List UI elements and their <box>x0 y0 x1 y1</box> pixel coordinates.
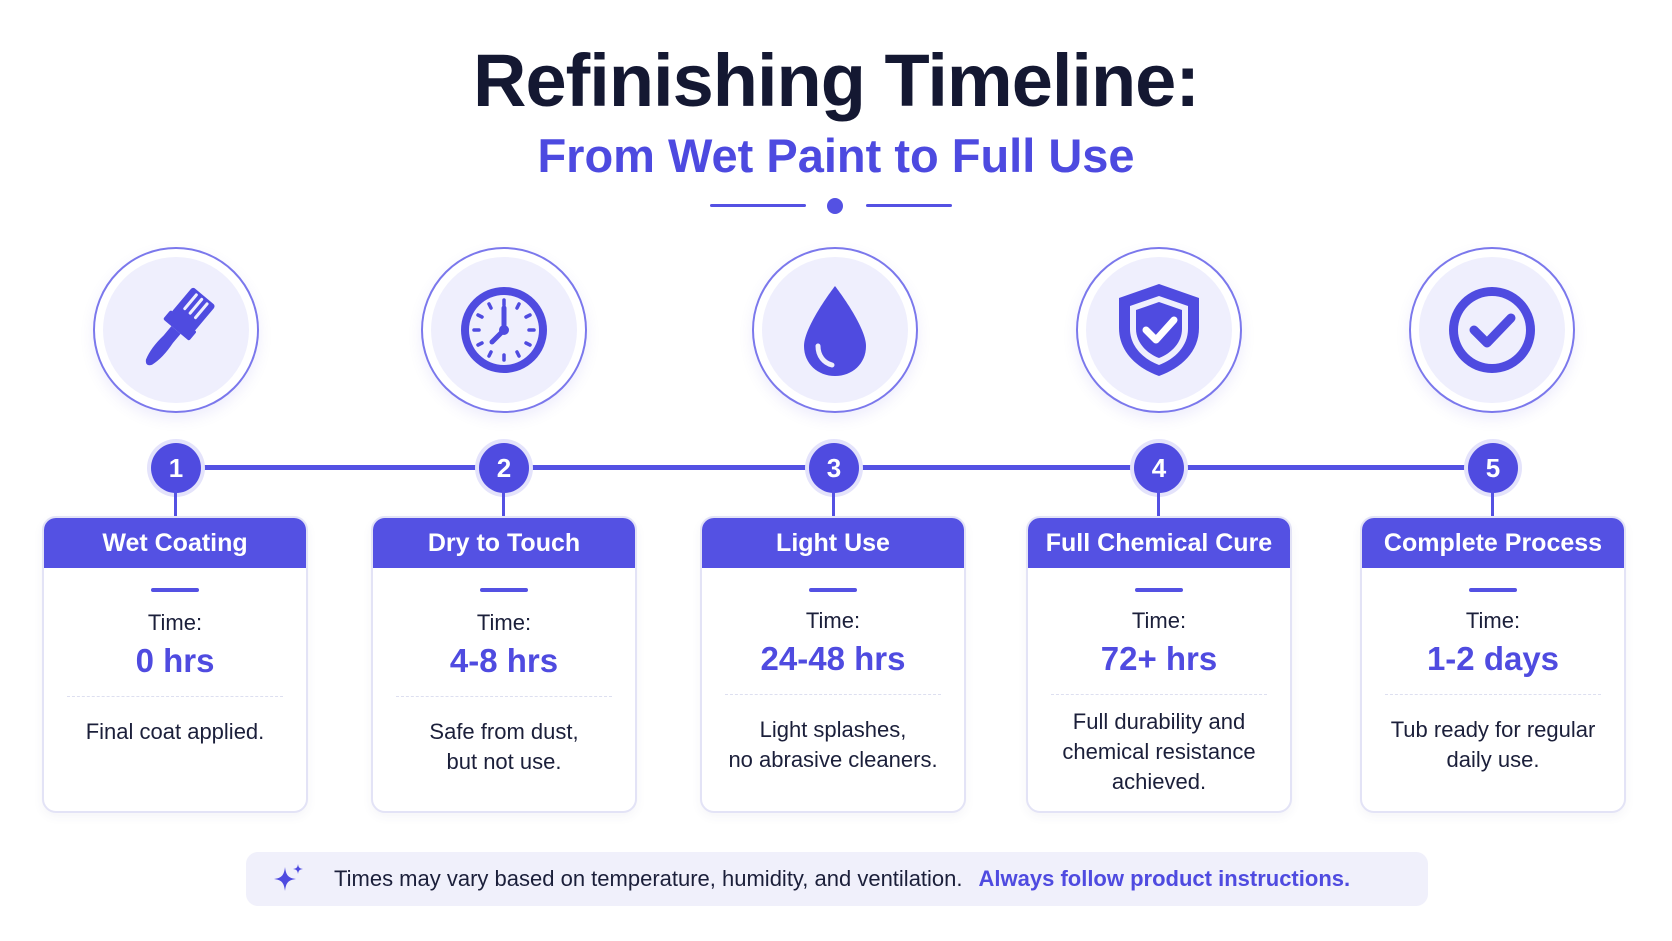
page-subtitle: From Wet Paint to Full Use <box>537 129 1135 182</box>
step-5-card-dash <box>1469 588 1517 592</box>
footer-note-text: Times may vary based on temperature, hum… <box>334 866 963 891</box>
step-1-card-dash <box>151 588 199 592</box>
step-3-icon-circle <box>752 247 918 413</box>
step-1-stage-title: Wet Coating <box>44 518 306 568</box>
step-2-number-badge: 2 <box>479 443 529 493</box>
step-1-connector <box>174 490 177 518</box>
step-3-card: Light Use Time: 24-48 hrs Light splashes… <box>700 516 966 813</box>
step-4-number-badge: 4 <box>1134 443 1184 493</box>
step-5-card-rule <box>1385 694 1601 695</box>
step-2-time-label: Time: <box>476 610 532 635</box>
step-1-icon-circle <box>93 247 259 413</box>
step-2-description: Safe from dust, but not use. <box>429 719 579 774</box>
step-5-time-value: 1-2 days <box>1426 640 1560 677</box>
step-3-description: Light splashes, no abrasive cleaners. <box>728 717 938 772</box>
step-1-number-badge: 1 <box>151 443 201 493</box>
step-3-number-badge: 3 <box>809 443 859 493</box>
step-3-card-rule <box>725 694 941 695</box>
step-5-icon-circle <box>1409 247 1575 413</box>
step-5-number-badge: 5 <box>1468 443 1518 493</box>
step-3-time-label: Time: <box>805 608 861 633</box>
check-circle-icon <box>1449 287 1535 373</box>
step-4-time-label: Time: <box>1131 608 1187 633</box>
step-1-description: Final coat applied. <box>85 719 265 744</box>
footer-instructions-link[interactable]: Always follow product instructions. <box>978 866 1351 891</box>
page-title: Refinishing Timeline: <box>473 39 1200 122</box>
step-2-stage-title: Dry to Touch <box>373 518 635 568</box>
sparkle-icon <box>274 864 303 891</box>
step-4-stage-title: Full Chemical Cure <box>1028 518 1290 568</box>
step-2-connector <box>502 490 505 518</box>
step-1-card-rule <box>67 696 283 697</box>
step-5-time-label: Time: <box>1465 608 1521 633</box>
step-4-icon-circle <box>1076 247 1242 413</box>
step-4-time-value: 72+ hrs <box>1100 640 1218 677</box>
title-divider-right <box>866 204 952 207</box>
step-4-card-dash <box>1135 588 1183 592</box>
step-2-card-rule <box>396 696 612 697</box>
title-divider-dot <box>827 198 843 214</box>
step-4-description: Full durability and chemical resistance … <box>1062 709 1256 794</box>
title-divider-left <box>710 204 806 207</box>
shield-check-icon <box>1119 284 1199 376</box>
clock-icon <box>461 287 547 373</box>
step-2-icon-circle <box>421 247 587 413</box>
step-3-time-value: 24-48 hrs <box>760 640 906 677</box>
step-1-time-label: Time: <box>147 610 203 635</box>
step-5-description: Tub ready for regular daily use. <box>1390 717 1596 772</box>
step-2-time-value: 4-8 hrs <box>449 642 559 679</box>
step-1-time-value: 0 hrs <box>135 642 215 679</box>
paintbrush-icon <box>145 287 215 366</box>
step-4-card-rule <box>1051 694 1267 695</box>
step-2-card: Dry to Touch Time: 4-8 hrs Safe from dus… <box>371 516 637 813</box>
step-4-connector <box>1157 490 1160 518</box>
step-3-stage-title: Light Use <box>702 518 964 568</box>
step-5-connector <box>1491 490 1494 518</box>
step-5-card: Complete Process Time: 1-2 days Tub read… <box>1360 516 1626 813</box>
step-3-card-dash <box>809 588 857 592</box>
water-drop-icon <box>804 286 866 376</box>
step-2-card-dash <box>480 588 528 592</box>
step-1-card: Wet Coating Time: 0 hrs Final coat appli… <box>42 516 308 813</box>
step-4-card: Full Chemical Cure Time: 72+ hrs Full du… <box>1026 516 1292 813</box>
step-3-connector <box>832 490 835 518</box>
footer-note: Times may vary based on temperature, hum… <box>246 852 1428 906</box>
step-5-stage-title: Complete Process <box>1362 518 1624 568</box>
